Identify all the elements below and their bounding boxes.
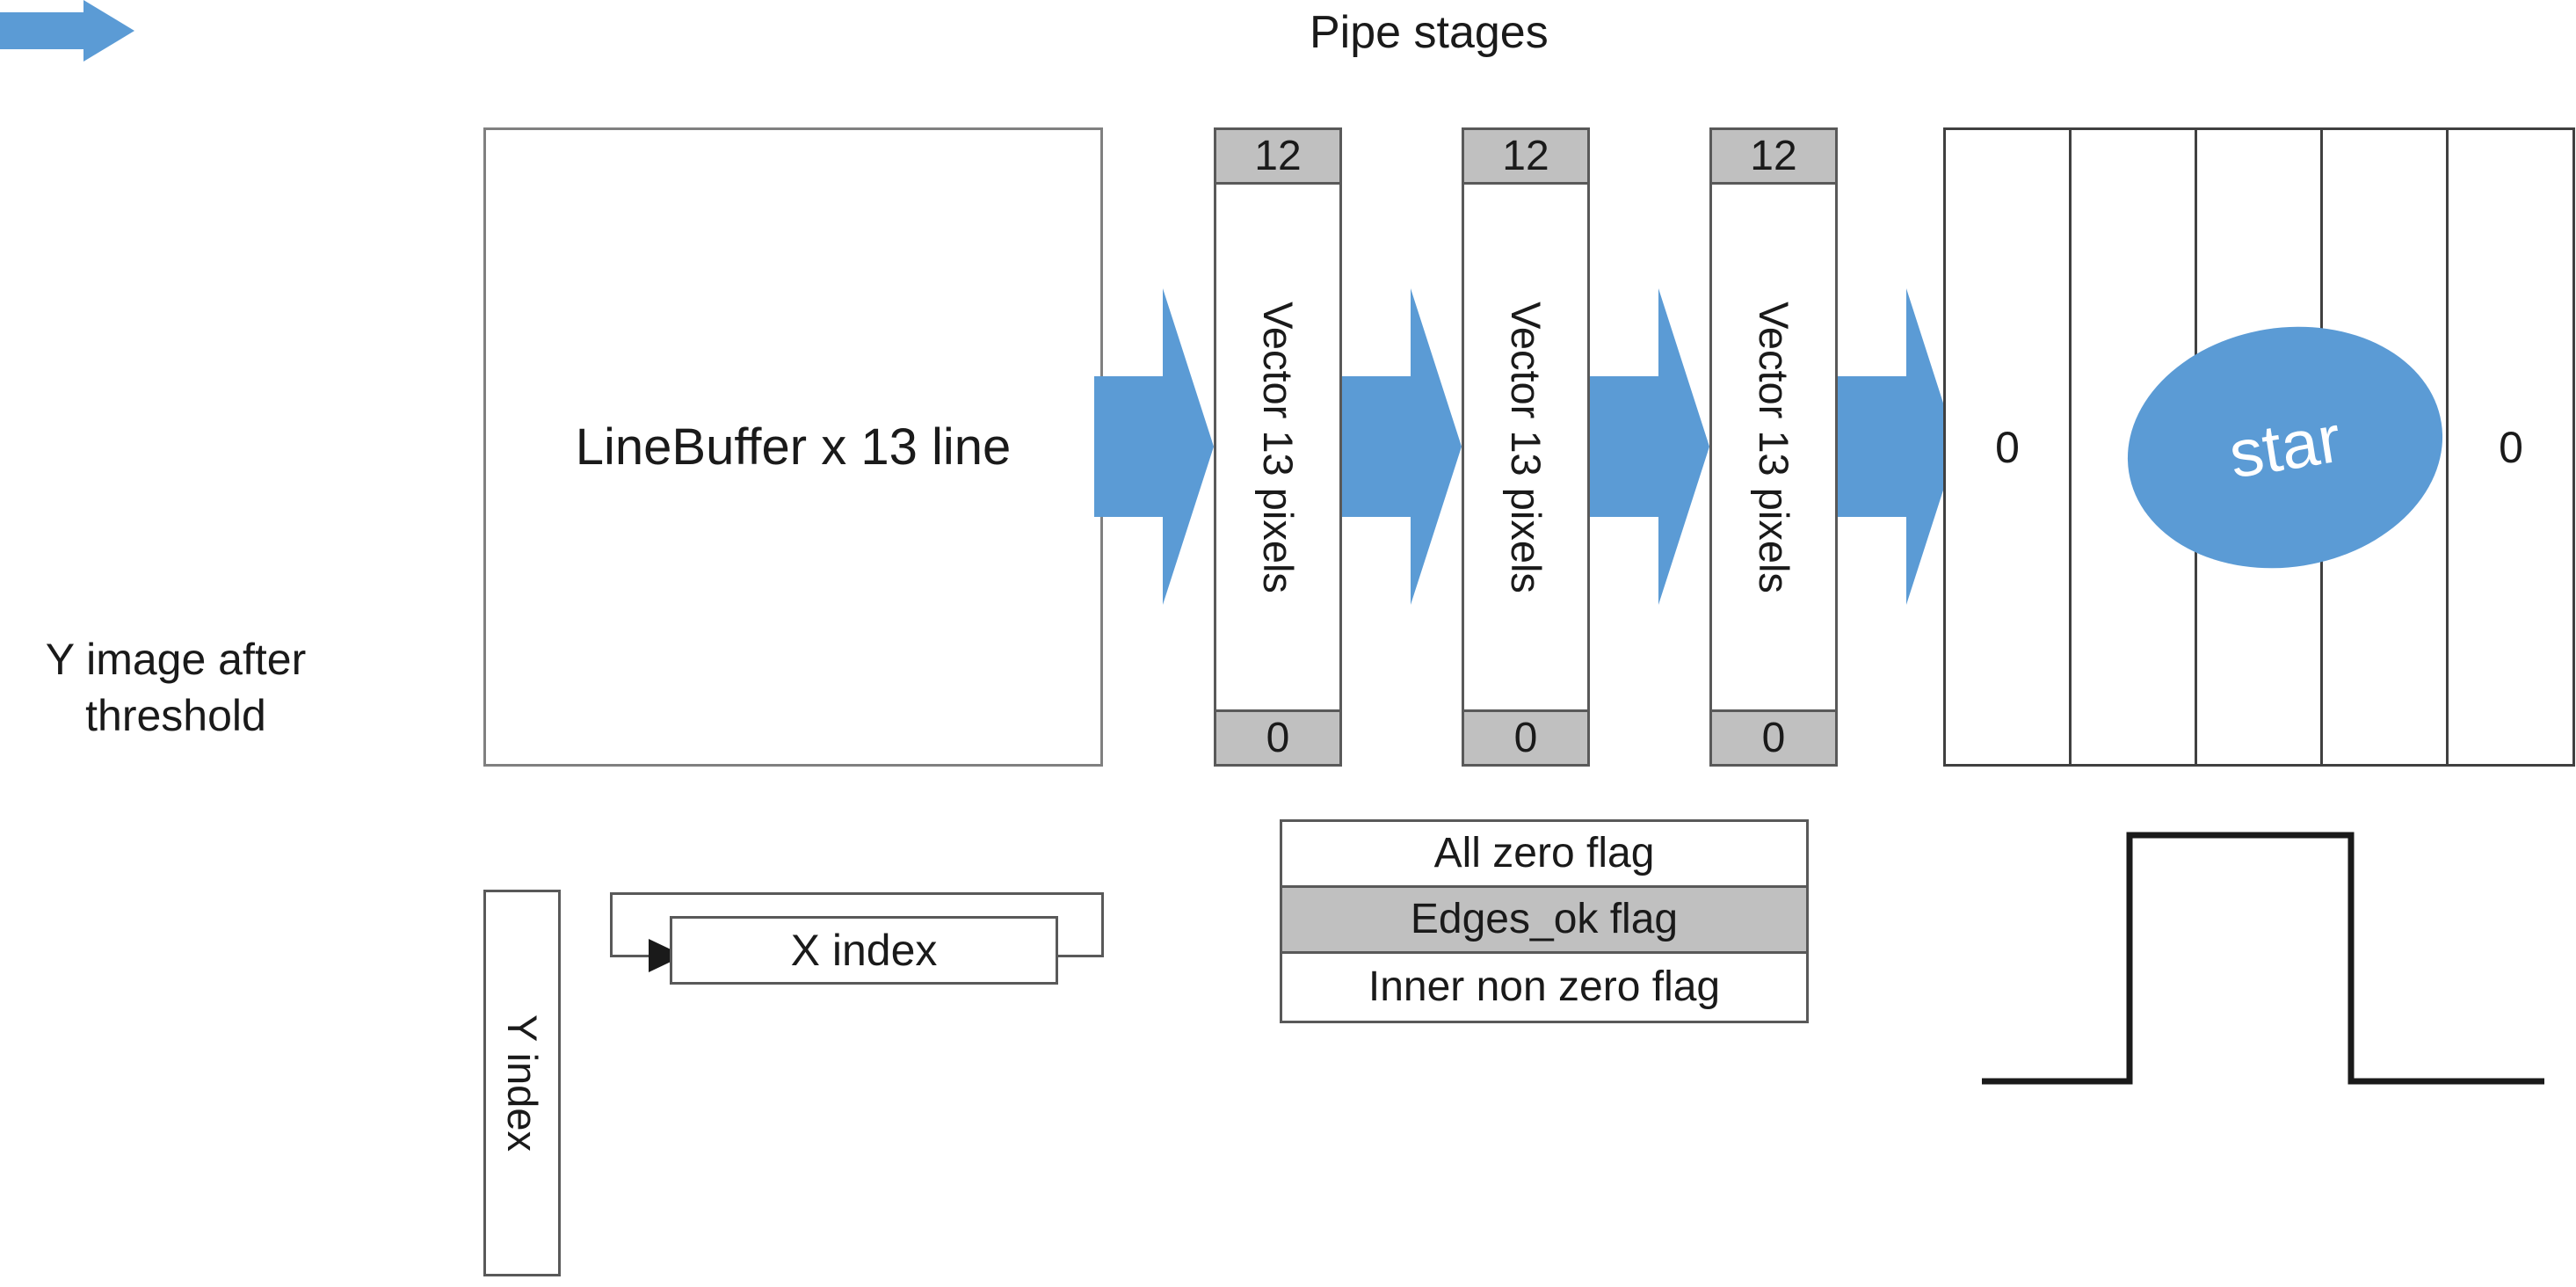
flag-row[interactable]: All zero flag <box>1282 822 1806 888</box>
flag-row[interactable]: Inner non zero flag <box>1282 954 1806 1020</box>
x-index-loop-left-edge <box>610 892 613 957</box>
x-index-loop-bottom-right <box>1053 955 1104 957</box>
input-arrow-icon <box>0 0 134 62</box>
arrow-shaft <box>0 12 86 49</box>
stage-top-value: 12 <box>1214 127 1342 185</box>
stage-body-label: Vector 13 pixels <box>1751 301 1797 593</box>
panel-right-value: 0 <box>2499 422 2523 472</box>
flags-group: All zero flag Edges_ok flag Inner non ze… <box>1280 819 1809 1023</box>
stage-body-label: Vector 13 pixels <box>1503 301 1549 593</box>
stage-body: Vector 13 pixels <box>1462 182 1590 712</box>
x-index-label: X index <box>790 926 938 975</box>
stage-top-value: 12 <box>1709 127 1838 185</box>
linebuffer-block[interactable]: LineBuffer x 13 line <box>483 127 1103 767</box>
pipe-stage-2[interactable]: 12 Vector 13 pixels 0 <box>1462 127 1590 767</box>
y-index-block[interactable]: Y index <box>483 890 561 1276</box>
pipe-stage-1[interactable]: 12 Vector 13 pixels 0 <box>1214 127 1342 767</box>
stage-body: Vector 13 pixels <box>1709 182 1838 712</box>
stage-bottom-value: 0 <box>1462 709 1590 767</box>
pipe-arrow-3-icon <box>1590 288 1709 605</box>
flag-row[interactable]: Edges_ok flag <box>1282 888 1806 954</box>
star-label: star <box>2224 401 2347 493</box>
flag-label: Edges_ok flag <box>1410 896 1679 942</box>
input-source-label: Y image after threshold <box>45 635 307 740</box>
stage-top-value: 12 <box>1462 127 1590 185</box>
pipe-stage-3[interactable]: 12 Vector 13 pixels 0 <box>1709 127 1838 767</box>
panel-left-value: 0 <box>1995 422 2020 472</box>
pipe-arrow-2-icon <box>1342 288 1462 605</box>
pipe-arrow-4-icon <box>1838 288 1957 605</box>
flag-label: All zero flag <box>1433 830 1655 876</box>
linebuffer-label: LineBuffer x 13 line <box>575 418 1012 476</box>
x-index-block[interactable]: X index <box>670 916 1058 985</box>
page-title: Pipe stages <box>1310 7 1549 58</box>
stage-body-label: Vector 13 pixels <box>1255 301 1302 593</box>
pulse-waveform <box>1982 818 2544 1099</box>
arrow-head <box>83 0 134 62</box>
pipe-arrow-1-icon <box>1094 288 1214 605</box>
y-index-label: Y index <box>499 1014 546 1152</box>
stage-bottom-value: 0 <box>1214 709 1342 767</box>
stage-bottom-value: 0 <box>1709 709 1838 767</box>
column-divider <box>2446 130 2449 764</box>
column-divider <box>2069 130 2072 764</box>
stage-body: Vector 13 pixels <box>1214 182 1342 712</box>
x-index-loop-bottom-left <box>610 955 659 957</box>
flag-label: Inner non zero flag <box>1368 963 1721 1010</box>
